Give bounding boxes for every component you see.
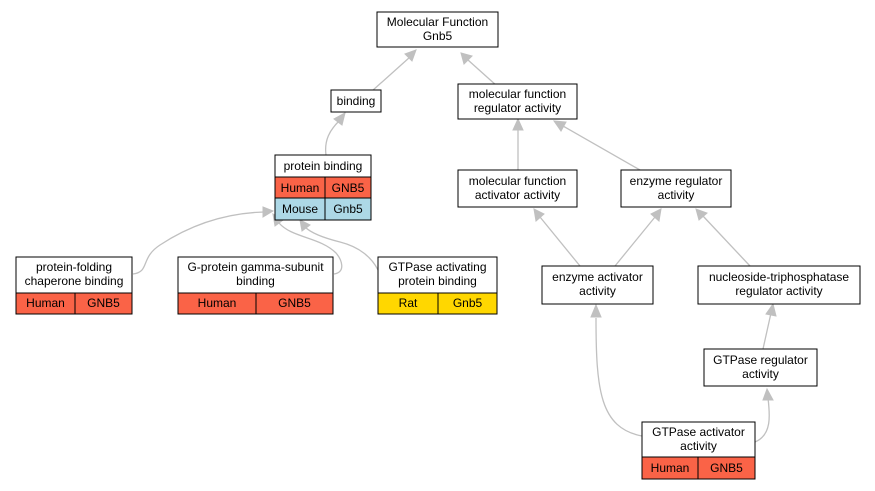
node-box [541,265,654,305]
node-gtpase-regulator-activity[interactable]: GTPase regulator activity [703,348,818,387]
node-box [377,256,498,294]
annotation-cell-gene [324,197,372,221]
node-molecular-function-regulator-activity[interactable]: molecular function regulator activity [457,83,578,120]
node-box [457,83,578,120]
node-label-line1: GTPase activating [388,260,486,274]
edge-gg-to-pb [278,222,343,275]
node-label-line1: Molecular Function [387,15,488,29]
arrowhead-icon [262,206,275,218]
node-label-line2: protein binding [398,274,477,288]
node-molecular-function-root[interactable]: Molecular Function Gnb5 [376,11,499,48]
node-box [457,169,578,208]
node-label-line2: activity [680,439,717,453]
node-box [697,265,861,305]
annotation-gene: GNB5 [332,181,365,195]
annotation-species: Human [198,296,237,310]
arrowhead-icon [404,49,417,62]
arrowhead-icon [590,303,602,318]
node-box [703,348,818,387]
edge-pf-to-pb [132,211,265,275]
arrowhead-icon [333,112,346,126]
node-nucleoside-triphosphatase-regulator-activity[interactable]: nucleoside-triphosphatase regulator acti… [697,265,861,305]
arrowhead-icon [533,208,545,222]
annotation-cell-gene [255,292,334,315]
node-protein-binding[interactable]: protein binding Human GNB5 Mouse Gnb5 [274,154,372,221]
node-label-line1: protein binding [284,159,363,173]
annotation-gene: Gnb5 [333,202,363,216]
annotation-cell-gene [697,456,756,480]
annotation-species: Human [26,296,65,310]
arrowhead-icon [552,120,567,132]
annotation-gene: GNB5 [278,296,311,310]
node-box [376,11,499,48]
node-label-line2: Gnb5 [423,29,453,43]
node-box [641,421,756,458]
annotation-species: Mouse [282,202,318,216]
node-label-line2: regulator activity [474,101,561,115]
node-label-line2: activity [742,367,779,381]
annotation-gene: GNB5 [710,461,743,475]
node-protein-folding-chaperone-binding[interactable]: protein-folding chaperone binding Human … [15,256,133,315]
node-label-line2: binding [236,274,275,288]
edge-gtpreg-to-ntp [762,312,772,350]
node-label-line1: binding [337,94,376,108]
node-label-line2: chaperone binding [25,274,124,288]
arrowhead-icon [762,387,774,401]
edge-enzreg-to-mfr [562,125,641,171]
node-label-line1: G-protein gamma-subunit [187,260,324,274]
edge-gap-to-pb [304,226,379,271]
arrowhead-icon [650,208,662,222]
node-label-line1: enzyme activator [552,270,643,284]
arrowhead-icon [299,219,311,232]
edge-gtpact-to-gtpreg [754,397,770,443]
node-label-line2: activator activity [475,188,560,202]
arrowhead-icon [765,302,777,317]
node-label-line1: nucleoside-triphosphatase [709,270,849,284]
node-label-line1: molecular function [469,87,566,101]
node-label-line1: GTPase regulator [713,353,808,367]
arrowhead-icon [695,208,708,221]
node-molecular-function-activator-activity[interactable]: molecular function activator activity [457,169,578,208]
node-enzyme-regulator-activity[interactable]: enzyme regulator activity [620,169,732,208]
annotation-species: Human [281,181,320,195]
node-enzyme-activator-activity[interactable]: enzyme activator activity [541,265,654,305]
edge-pb-to-binding [324,120,340,156]
node-label-line2: activity [658,188,695,202]
edge-enzact-to-mfa [539,216,581,267]
node-box [620,169,732,208]
annotation-cell-gene [74,292,133,315]
node-label-line2: activity [579,284,616,298]
node-binding[interactable]: binding [330,89,382,113]
edge-ntp-to-enzreg [702,215,751,267]
annotation-gene: GNB5 [87,296,120,310]
node-label-line1: protein-folding [36,260,112,274]
node-label-line1: enzyme regulator [630,174,723,188]
node-label-line1: GTPase activator [652,425,745,439]
node-g-protein-gamma-subunit-binding[interactable]: G-protein gamma-subunit binding Human GN… [177,256,334,315]
node-box [177,256,334,294]
node-label-line1: molecular function [469,174,566,188]
arrowhead-icon [460,52,473,65]
node-gtpase-activator-activity[interactable]: GTPase activator activity Human GNB5 [641,421,756,480]
edges-group [132,49,777,443]
edge-binding-to-root [371,56,411,92]
node-gtpase-activating-protein-binding[interactable]: GTPase activating protein binding Rat Gn… [377,256,498,315]
edge-gtpact-to-enzact [595,317,643,437]
edge-mfr-to-root [467,59,498,87]
annotation-cell-gene [437,292,498,315]
node-label-line2: regulator activity [735,284,822,298]
annotation-species: Rat [399,296,418,310]
node-box [330,89,382,113]
edge-enzact-to-enzreg [614,216,656,267]
annotation-species: Human [651,461,690,475]
arrowhead-icon [512,117,524,131]
annotation-gene: Gnb5 [453,296,483,310]
